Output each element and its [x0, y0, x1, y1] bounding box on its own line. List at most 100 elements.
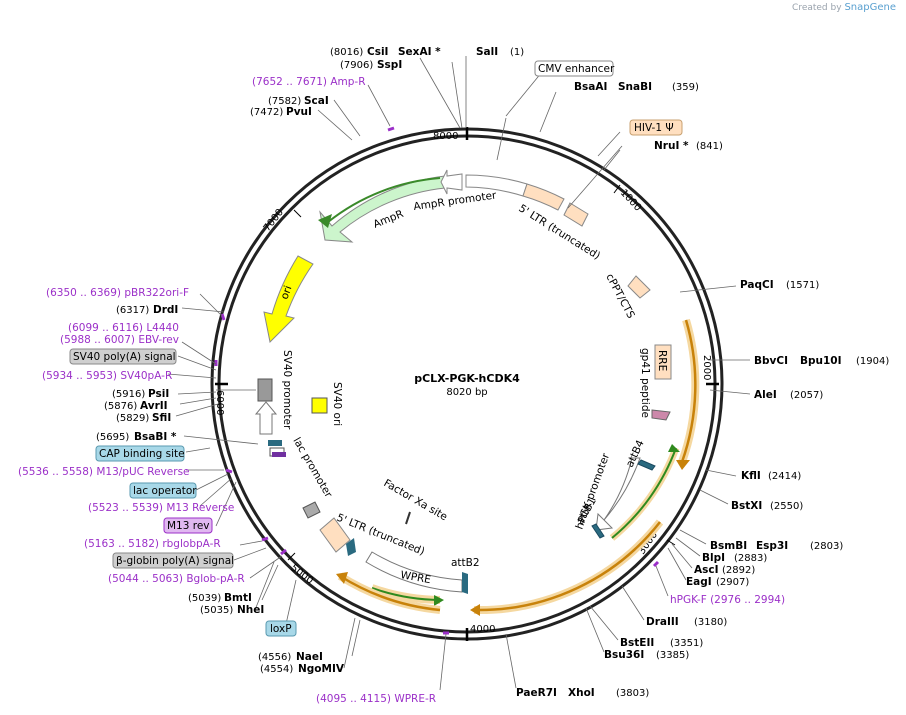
sv40-polya-label: SV40 poly(A) signal: [73, 351, 176, 363]
paer7i-site[interactable]: PaeR7I: [516, 687, 557, 699]
cppt-label: cPPT/CTS: [603, 272, 637, 321]
sfii-site[interactable]: SfiI: [152, 412, 171, 424]
sv40-polya-box[interactable]: [69, 348, 177, 365]
ampr-promoter-arrow[interactable]: [440, 169, 463, 195]
small-gray-box: [302, 501, 321, 519]
bsabi-pos: (5695): [96, 432, 129, 443]
eagi-site[interactable]: EagI: [686, 576, 712, 588]
m13-reverse-primer[interactable]: (5523 .. 5539) M13 Reverse: [88, 502, 234, 514]
bsu36i-site[interactable]: Bsu36I: [604, 649, 644, 661]
beta-globin-box[interactable]: [112, 552, 234, 569]
psii-pos: (5916): [112, 389, 145, 400]
avrii-site[interactable]: AvrII: [140, 400, 168, 412]
rre-label: RRE: [656, 350, 668, 371]
asci-site[interactable]: AscI: [694, 564, 719, 576]
snabi-site[interactable]: SnaBI: [618, 81, 652, 93]
plasmid-length: 8020 bp: [446, 387, 487, 398]
bsmbi-site[interactable]: BsmBI: [710, 540, 747, 552]
snapgene-logo[interactable]: SnapGene: [844, 2, 896, 13]
sexai-site[interactable]: SexAI *: [398, 46, 441, 58]
rbglob-primer[interactable]: (5163 .. 5182) rbglobpA-R: [84, 538, 221, 550]
hpgk-arrow[interactable]: [595, 457, 641, 531]
alei-site[interactable]: AleI: [754, 389, 777, 401]
hiv-psi-tag[interactable]: [629, 119, 683, 136]
cmv-enhancer-box[interactable]: [534, 60, 614, 77]
bstxi-site[interactable]: BstXI: [731, 500, 762, 512]
ebv-rev-primer[interactable]: (5988 .. 6007) EBV-rev: [60, 334, 179, 346]
draiii-site[interactable]: DraIII: [646, 616, 679, 628]
hiv-psi-box: [563, 202, 589, 227]
ngomiv-pos: (4554): [260, 664, 293, 675]
wpre-label: WPRE: [399, 569, 431, 586]
ampr-arrow[interactable]: [319, 175, 446, 243]
sv40pa-primer[interactable]: (5934 .. 5953) SV40pA-R: [42, 370, 172, 382]
blpi-site[interactable]: BlpI: [702, 552, 725, 564]
psii-site[interactable]: PsiI: [148, 388, 169, 400]
orf-lower[interactable]: [339, 574, 441, 612]
credit-prefix: Created by: [792, 3, 842, 13]
bbvci-site[interactable]: BbvCI: [754, 355, 788, 367]
bsteii-pos: (3351): [670, 638, 703, 649]
attb1-label: attB1: [574, 496, 599, 527]
bglob-primer[interactable]: (5044 .. 5063) Bglob-pA-R: [108, 573, 245, 585]
attb1-marker: [591, 523, 605, 539]
pvui-site[interactable]: PvuI: [286, 106, 312, 118]
sspi-pos: (7906): [340, 60, 373, 71]
orf-right[interactable]: [680, 319, 697, 463]
lac-promoter-label: lac promoter: [290, 436, 334, 501]
naei-pos: (4556): [258, 652, 291, 663]
ampr-promoter-label: AmpR promoter: [413, 189, 498, 213]
esp3i-site[interactable]: Esp3I: [756, 540, 788, 552]
ampr-label: AmpR: [372, 208, 406, 231]
scai-site[interactable]: ScaI: [304, 95, 329, 107]
ori-arrow[interactable]: [263, 255, 314, 344]
bsu36i-pos: (3385): [656, 650, 689, 661]
bsaai-site[interactable]: BsaAI: [574, 81, 607, 93]
sv40-ori-box: [311, 397, 328, 414]
leader-lines: [167, 56, 751, 691]
kfli-site[interactable]: KflI: [741, 470, 761, 482]
bpu10i-site[interactable]: Bpu10I: [800, 355, 842, 367]
sv40-promoter-arrow[interactable]: [254, 401, 278, 435]
cmv-enhancer-label: CMV enhancer: [538, 63, 615, 75]
paqci-site[interactable]: PaqCI: [740, 279, 774, 291]
m13puc-primer[interactable]: (5536 .. 5558) M13/pUC Reverse: [18, 466, 190, 478]
l4440-primer[interactable]: (6099 .. 6116) L4440: [68, 322, 179, 334]
sali-site[interactable]: SalI: [476, 46, 498, 58]
bsteii-site[interactable]: BstEII: [620, 637, 654, 649]
orf-bottom-halo: [473, 519, 664, 615]
cap-binding-box[interactable]: [95, 445, 185, 462]
orf-bottom[interactable]: [473, 521, 661, 612]
naei-site[interactable]: NaeI: [296, 651, 323, 663]
avrii-pos: (5876): [104, 401, 137, 412]
asci-pos: (2892): [722, 565, 755, 576]
ampr-primer[interactable]: (7652 .. 7671) Amp-R: [252, 76, 366, 88]
cap-marker: [268, 440, 282, 446]
sali-pos: (1): [510, 47, 524, 58]
blpi-pos: (2883): [734, 553, 767, 564]
pbr322-primer[interactable]: (6350 .. 6369) pBR322ori-F: [46, 287, 189, 299]
m13-rev-box[interactable]: [163, 517, 213, 534]
csii-pos: (8016): [330, 47, 363, 58]
ngomiv-site[interactable]: NgoMIV: [298, 663, 345, 675]
hpgk-green: [611, 447, 677, 539]
lac-operator-box[interactable]: [129, 482, 197, 499]
nrui-site[interactable]: NruI *: [654, 140, 689, 152]
sspi-site[interactable]: SspI: [377, 59, 402, 71]
attb4-marker: [637, 459, 656, 471]
tick-2000: 2000: [701, 355, 712, 380]
bsabi-site[interactable]: BsaBI *: [134, 431, 177, 443]
loxp-box[interactable]: [265, 620, 297, 637]
ori-label: ori: [279, 284, 295, 301]
sfii-pos: (5829): [116, 413, 149, 424]
drdi-site[interactable]: DrdI: [153, 304, 178, 316]
attb2-marker: [462, 572, 468, 594]
hpgk-f-primer[interactable]: hPGK-F (2976 .. 2994): [670, 594, 785, 606]
bmti-site[interactable]: BmtI: [224, 592, 252, 604]
wpre-r-primer[interactable]: (4095 .. 4115) WPRE-R: [316, 693, 436, 705]
csii-site[interactable]: CsiI: [367, 46, 388, 58]
nhei-site[interactable]: NheI: [237, 604, 264, 616]
xhoi-site[interactable]: XhoI: [568, 687, 595, 699]
